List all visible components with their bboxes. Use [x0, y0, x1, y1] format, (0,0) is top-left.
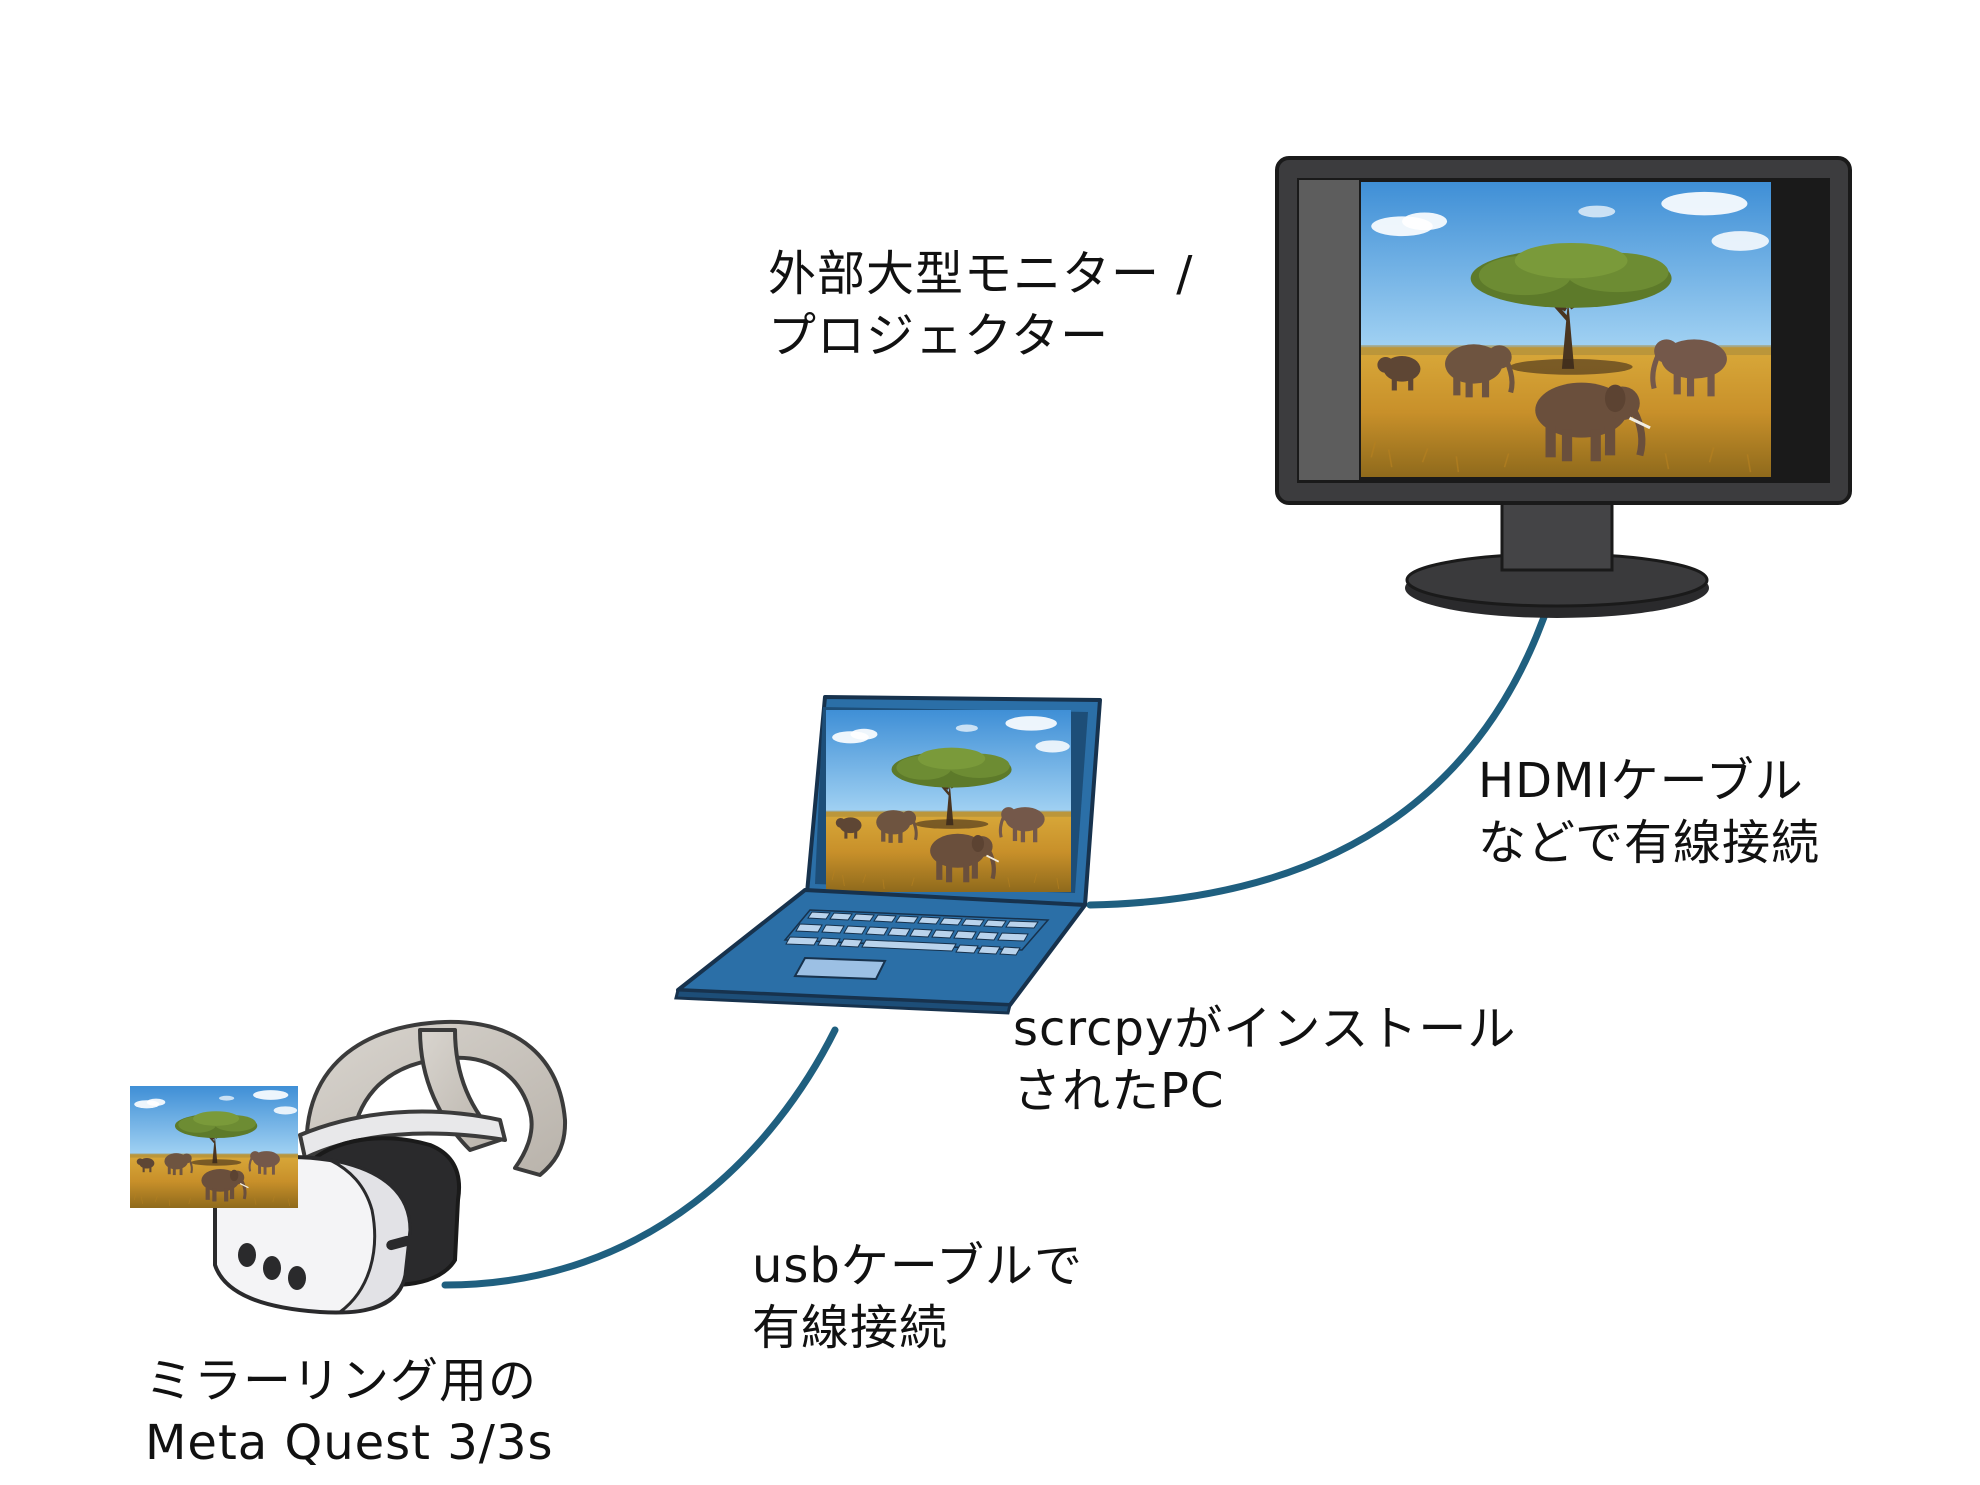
hdmi-label: HDMIケーブル などで有線接続: [1478, 750, 1820, 874]
headset-label-line1: ミラーリング用の: [145, 1353, 538, 1409]
hdmi-label-line2: などで有線接続: [1478, 815, 1821, 871]
usb-label-line2: 有線接続: [752, 1300, 949, 1356]
hdmi-label-line1: HDMIケーブル: [1478, 753, 1804, 809]
headset-label: ミラーリング用の Meta Quest 3/3s: [145, 1350, 554, 1474]
pc-label-line2: されたPC: [1013, 1063, 1225, 1119]
headset-label-line2: Meta Quest 3/3s: [145, 1415, 554, 1471]
monitor-label: 外部大型モニター / プロジェクター: [768, 243, 1193, 367]
usb-label-line1: usbケーブルで: [752, 1238, 1084, 1294]
monitor-label-line1: 外部大型モニター /: [768, 246, 1194, 302]
usb-cable: [441, 1026, 839, 1289]
laptop-icon: [674, 695, 1102, 1015]
vr-headset-icon: [130, 1019, 568, 1315]
hdmi-cable: [1086, 596, 1554, 909]
monitor-icon: [1275, 156, 1852, 618]
monitor-label-line2: プロジェクター: [768, 308, 1110, 364]
pc-label: scrcpyがインストール されたPC: [1013, 998, 1516, 1122]
usb-label: usbケーブルで 有線接続: [752, 1235, 1083, 1359]
pc-label-line1: scrcpyがインストール: [1013, 1001, 1517, 1057]
